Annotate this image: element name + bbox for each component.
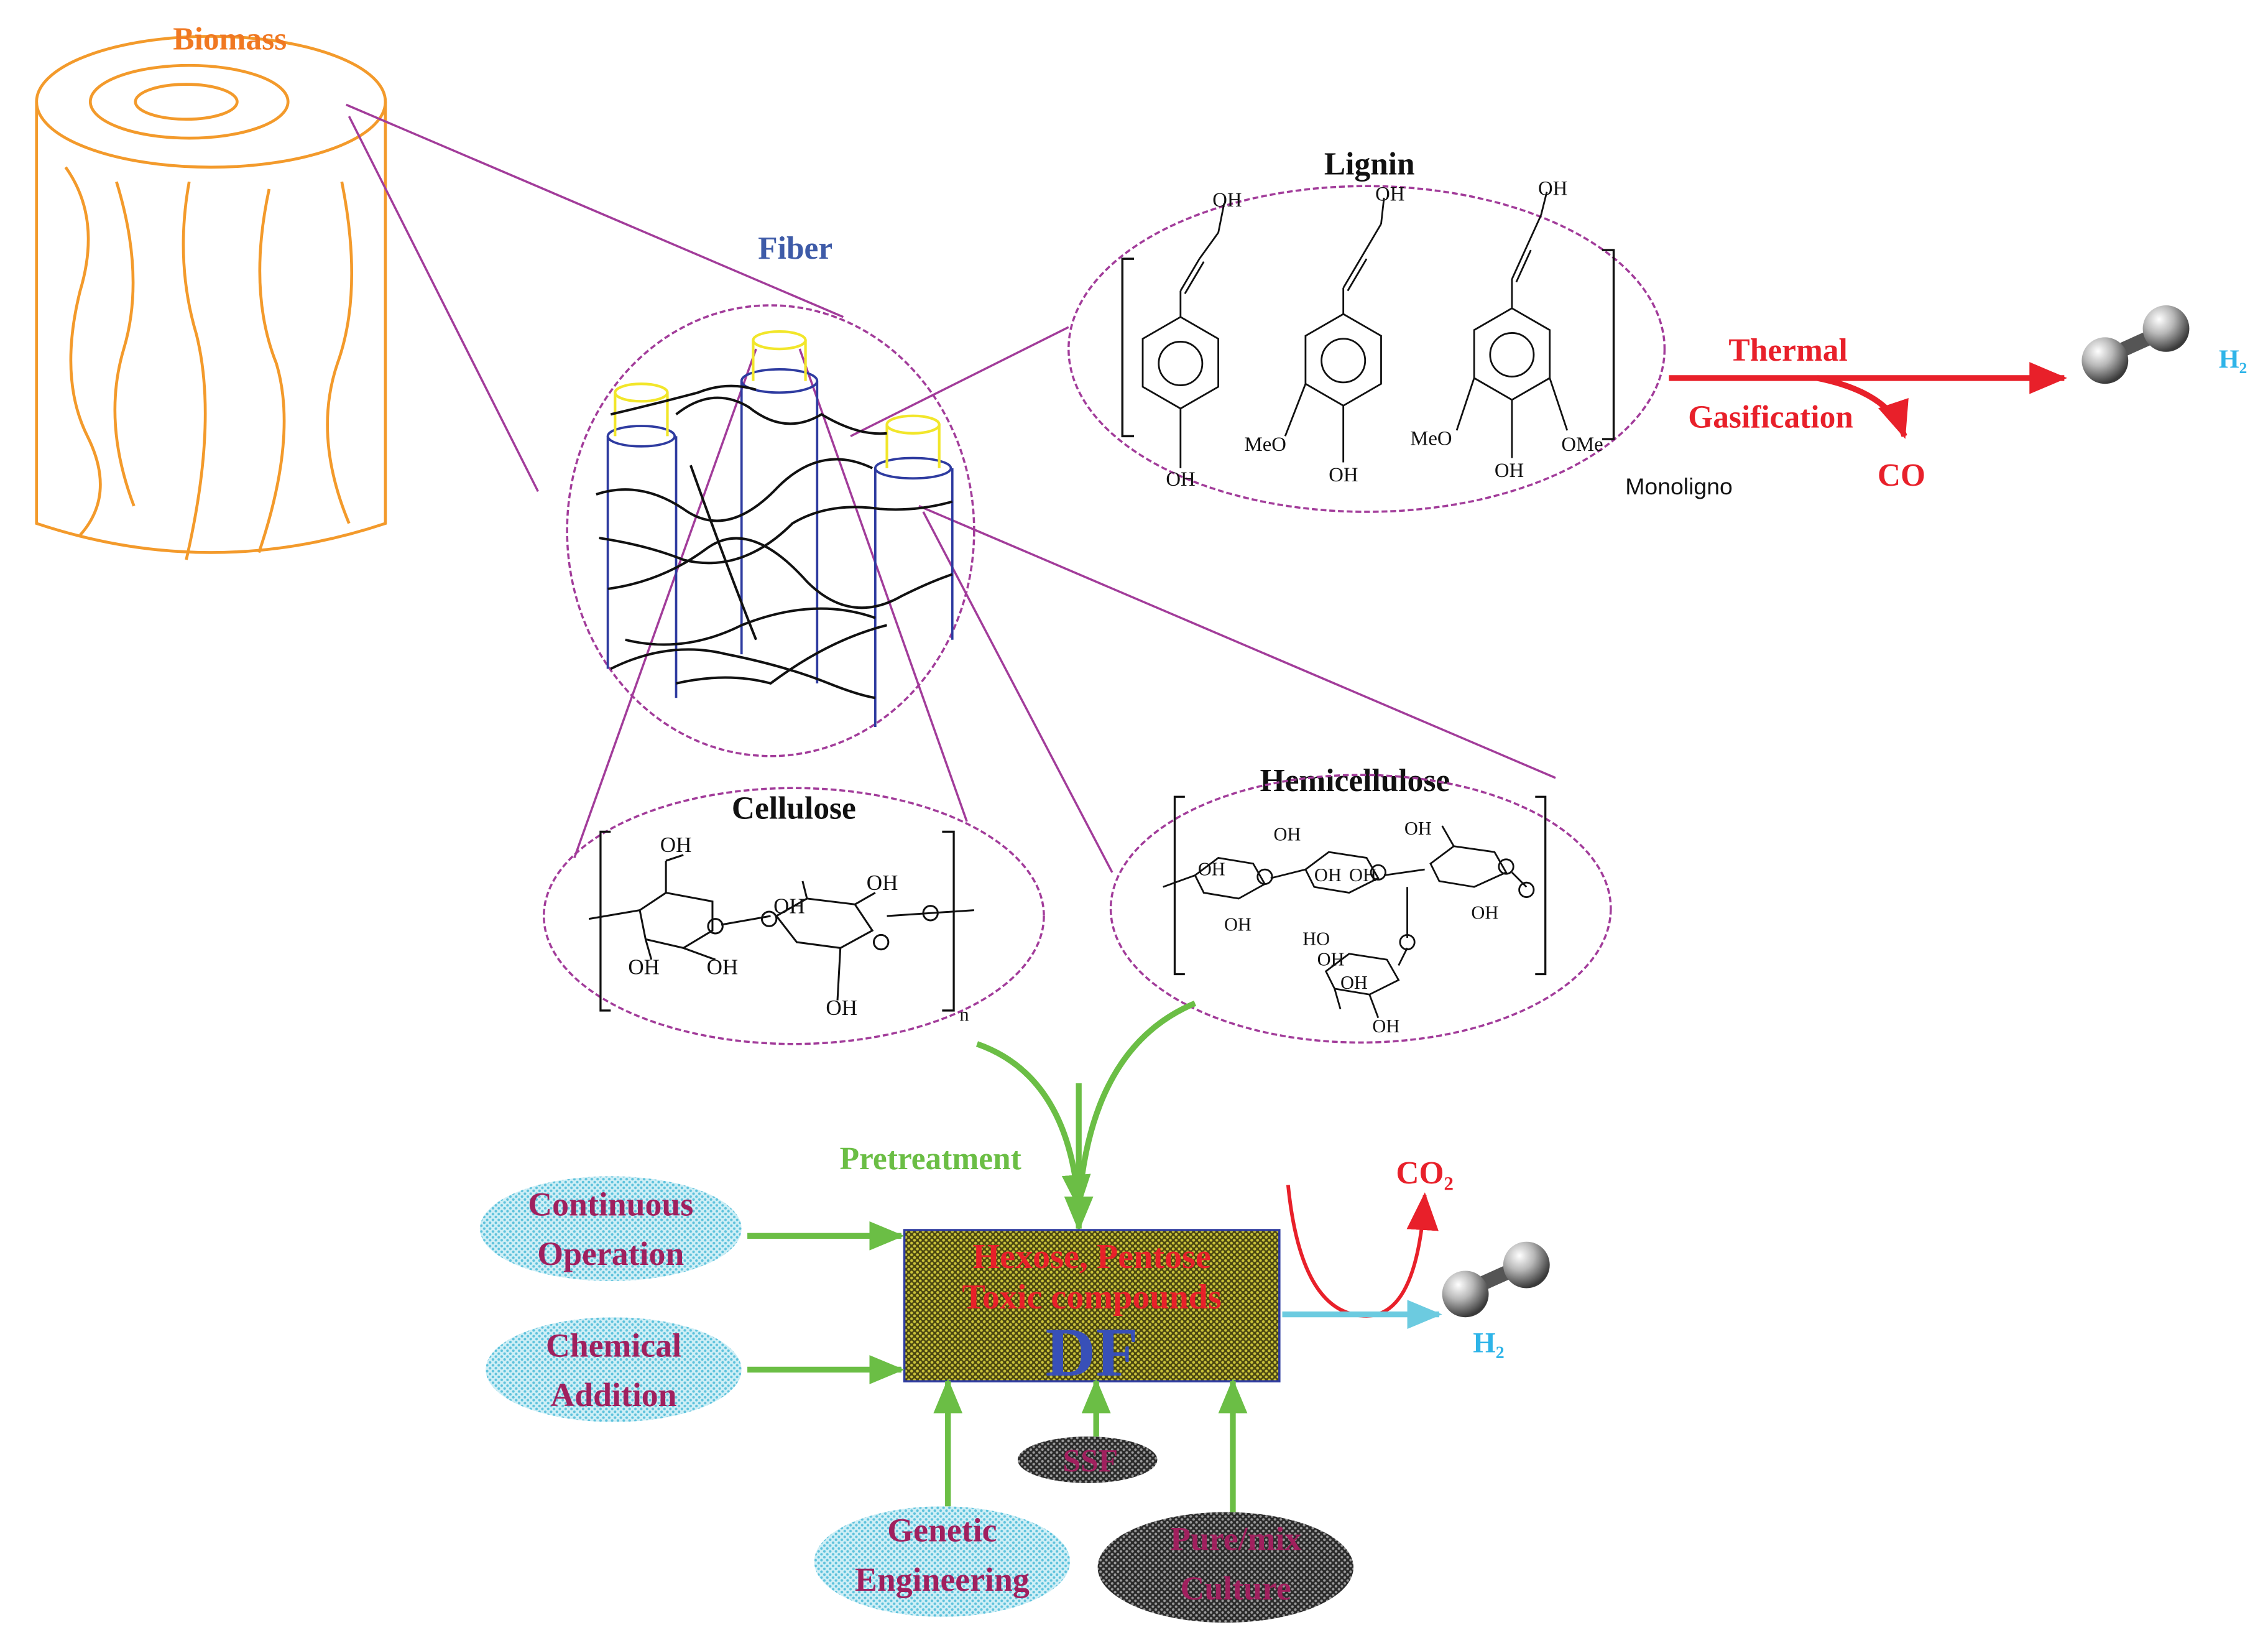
chemical-line-1: Chemical (546, 1326, 681, 1364)
culture-line-2: Culture (1181, 1570, 1291, 1607)
pretreatment-label: Pretreatment (840, 1141, 1021, 1177)
hemi-oh-5: OH (1404, 818, 1432, 839)
co-label: CO (1878, 458, 1925, 493)
hemi-oh-7: OH (1471, 902, 1498, 923)
df-box: Hexose, Pentose Toxic compounds DF (903, 1229, 1281, 1391)
cellulose-oh-6: OH (826, 996, 857, 1020)
monoligno-label: Monoligno (1625, 473, 1733, 499)
hemi-oh-2: OH (1273, 823, 1301, 845)
co2-label: CO₂ (1396, 1155, 1454, 1191)
hemicellulose-label: Hemicellulose (1260, 763, 1450, 798)
biomass-log-icon (35, 35, 387, 560)
h2-molecule-icon (2081, 305, 2190, 384)
continuous-line-1: Continuous (528, 1186, 693, 1223)
thermal-arrow (1669, 362, 2068, 439)
culture-line-1: Pure/mix (1170, 1520, 1301, 1557)
hemi-oh-6: OH (1224, 914, 1252, 935)
biomass-label: Biomass (173, 21, 287, 57)
df-line-2: Toxic compounds (962, 1278, 1222, 1317)
hemi-oh-3: OH (1314, 864, 1342, 886)
continuous-operation-oval: Continuous Operation (479, 1176, 742, 1281)
lignin-oh-4: OH (1166, 468, 1195, 491)
cellulose-label: Cellulose (732, 790, 856, 826)
gasification-label: Gasification (1688, 399, 1853, 435)
hemi-oh-8: OH (1317, 948, 1345, 970)
cellulose-oh-2: OH (773, 894, 805, 918)
monolignol-2-icon (1284, 197, 1385, 463)
lignin-meo-1: MeO (1245, 433, 1286, 456)
chemical-addition-oval: Chemical Addition (486, 1317, 742, 1422)
lignin-oh-1: OH (1212, 189, 1242, 211)
continuous-line-2: Operation (537, 1235, 684, 1272)
thermal-label: Thermal (1728, 333, 1847, 368)
pure-mix-culture-oval: Pure/mix Culture (1097, 1512, 1354, 1623)
cellulose-oh-3: OH (867, 871, 898, 895)
ssf-label: SSF (1063, 1443, 1118, 1479)
lignin-meo-2: MeO (1410, 427, 1452, 450)
genetic-engineering-oval: Genetic Engineering (814, 1506, 1071, 1617)
h2-bottom-label: H₂ (1473, 1326, 1504, 1359)
lignin-oh-5: OH (1329, 464, 1358, 486)
lignin-ome: OMe (1561, 433, 1603, 456)
cellulose-oh-5: OH (707, 955, 739, 979)
lignin-oh-3: OH (1538, 177, 1567, 200)
fiber-label: Fiber (758, 231, 832, 266)
chemical-line-2: Addition (550, 1376, 676, 1414)
lignin-oh-2: OH (1375, 183, 1404, 206)
df-line-1: Hexose, Pentose (973, 1238, 1211, 1276)
h2-top-label: H₂ (2219, 346, 2247, 374)
lignin-zoom-oval: OH OH OH OH OH OH MeO MeO OMe (1067, 177, 1666, 513)
co2-arrow (1286, 1185, 1439, 1318)
fiber-zoom-circle (566, 304, 975, 757)
hemi-oh-10: OH (1372, 1016, 1399, 1037)
hemi-oh-4: OH (1349, 864, 1376, 886)
hemi-oh-1: OH (1198, 859, 1225, 880)
cellulose-oh-4: OH (628, 955, 660, 979)
monolignol-3-icon (1455, 192, 1569, 458)
hemicellulose-zoom-oval: OH OH OH OH OH OH OH HO OH OH OH (1109, 774, 1612, 1044)
h2-molecule-bottom-icon (1442, 1241, 1550, 1318)
cellulose-zoom-oval: OH OH OH OH OH OH n (542, 787, 1045, 1045)
pretreatment-arrows (975, 1000, 1196, 1232)
monolignol-1-icon (1141, 203, 1225, 468)
lignin-oh-6: OH (1495, 460, 1524, 482)
hemi-ho: HO (1302, 928, 1330, 950)
hemi-oh-9: OH (1340, 972, 1368, 993)
cellulose-n: n (959, 1004, 969, 1025)
genetic-line-1: Genetic (887, 1511, 997, 1548)
genetic-line-2: Engineering (855, 1561, 1030, 1598)
cellulose-oh-1: OH (660, 833, 692, 857)
df-core-label: DF (1045, 1314, 1138, 1391)
ssf-oval: SSF (1017, 1436, 1158, 1483)
lignin-label: Lignin (1324, 147, 1415, 182)
zoom-connector-lines (346, 103, 1556, 873)
